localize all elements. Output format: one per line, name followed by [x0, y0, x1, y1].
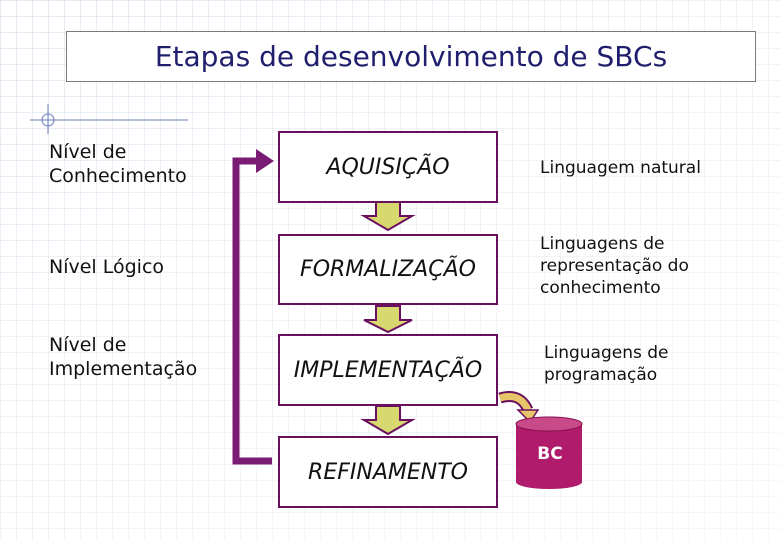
knowledge-base-label: BC	[537, 444, 563, 464]
level-label-implementation: Nível de Implementação	[49, 334, 198, 380]
stage-label: AQUISIÇÃO	[326, 154, 450, 180]
knowledge-base-cylinder	[515, 416, 583, 489]
stage-label: IMPLEMENTAÇÃO	[293, 357, 483, 383]
feedback-arrow-head	[256, 149, 274, 173]
language-programming: Linguagens de programação	[544, 343, 669, 385]
down-arrow-3	[360, 405, 416, 436]
language-representation: Linguagens de representação do conhecime…	[540, 234, 689, 298]
stage-label: REFINAMENTO	[308, 459, 468, 485]
feedback-arrow	[232, 157, 272, 465]
page-title: Etapas de desenvolvimento de SBCs	[154, 40, 668, 73]
corner-decoration	[30, 104, 188, 134]
curved-arrow-to-bc	[498, 391, 540, 424]
title-box: Etapas de desenvolvimento de SBCs	[66, 31, 756, 82]
stage-implementacao: IMPLEMENTAÇÃO	[278, 334, 498, 406]
down-arrow-2	[363, 305, 413, 334]
stage-formalizacao: FORMALIZAÇÃO	[278, 234, 498, 305]
language-natural: Linguagem natural	[540, 158, 701, 178]
stage-label: FORMALIZAÇÃO	[300, 257, 476, 282]
stage-refinamento: REFINAMENTO	[278, 436, 498, 508]
level-label-logic: Nível Lógico	[49, 256, 165, 278]
down-arrow-1	[360, 201, 416, 232]
stage-aquisicao: AQUISIÇÃO	[278, 131, 498, 203]
level-label-knowledge: Nível de Conhecimento	[49, 141, 187, 187]
